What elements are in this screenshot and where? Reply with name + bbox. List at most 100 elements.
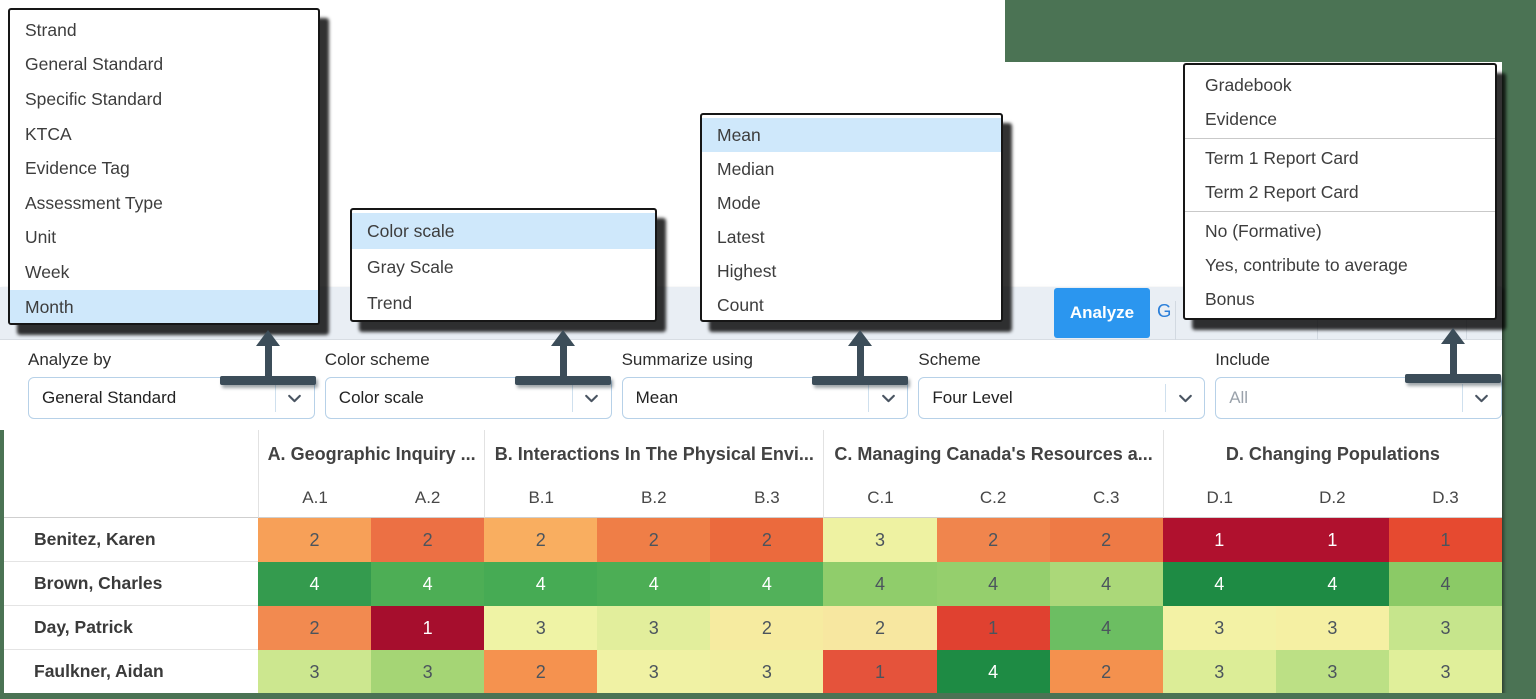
menu-item-term-1-report-card[interactable]: Term 1 Report Card (1205, 147, 1359, 168)
menu-item-mean[interactable]: Mean (702, 118, 1001, 152)
select-value: Color scale (338, 388, 424, 407)
menu-item-term-2-report-card[interactable]: Term 2 Report Card (1205, 181, 1359, 202)
callout-arrow-include (1405, 328, 1501, 383)
column-header-c-3: C.3 (1049, 478, 1163, 518)
filter-label-summarize-using: Summarize using (621, 350, 753, 369)
column-header-b-1: B.1 (484, 478, 598, 518)
menu-item-unit[interactable]: Unit (25, 227, 57, 248)
filter-label-scheme: Scheme (918, 350, 981, 369)
arrow-head-icon (848, 330, 872, 346)
menu-item-assessment-type[interactable]: Assessment Type (25, 192, 163, 213)
menu-item-bonus[interactable]: Bonus (1205, 288, 1255, 309)
column-header-c-2: C.2 (936, 478, 1050, 518)
grade-cell: 2 (484, 518, 598, 562)
menu-item-gray-scale[interactable]: Gray Scale (367, 256, 454, 277)
grade-cell: 4 (258, 562, 372, 606)
grade-cell: 4 (1049, 562, 1163, 606)
divider (1317, 301, 1318, 340)
grade-cell: 3 (1388, 650, 1502, 694)
column-group-c: C. Managing Canada's Resources a... (823, 430, 1162, 478)
grade-cell: 3 (1162, 606, 1276, 650)
grade-cell: 4 (1388, 562, 1502, 606)
menu-item-mode[interactable]: Mode (717, 192, 761, 213)
grid-link-partial[interactable]: G (1157, 300, 1172, 321)
grade-cell: 3 (823, 518, 937, 562)
grade-cell: 4 (823, 562, 937, 606)
summarize-using-select[interactable]: Mean (621, 377, 909, 419)
grade-cell: 3 (1162, 650, 1276, 694)
column-header-d-2: D.2 (1275, 478, 1389, 518)
grade-cell: 2 (823, 606, 937, 650)
grade-cell: 2 (258, 606, 372, 650)
grade-cell: 3 (484, 606, 598, 650)
chevron-down-icon (1165, 384, 1204, 412)
grade-cell: 2 (597, 518, 711, 562)
menu-divider (1185, 138, 1495, 139)
arrow-head-icon (1441, 328, 1465, 344)
column-header-c-1: C.1 (823, 478, 937, 518)
column-header-b-2: B.2 (597, 478, 711, 518)
callout-arrow-color-scheme (515, 330, 611, 385)
select-value: All (1229, 388, 1249, 407)
menu-item-general-standard[interactable]: General Standard (25, 54, 164, 75)
grade-cell: 4 (1162, 562, 1276, 606)
menu-item-color-scale[interactable]: Color scale (352, 213, 655, 249)
column-header-d-3: D.3 (1388, 478, 1502, 518)
menu-item-ktca[interactable]: KTCA (25, 123, 72, 144)
menu-item-specific-standard[interactable]: Specific Standard (25, 88, 163, 109)
select-value: Four Level (932, 388, 1013, 407)
menu-item-strand[interactable]: Strand (25, 19, 77, 40)
student-name: Faulkner, Aidan (4, 650, 258, 694)
menu-item-gradebook[interactable]: Gradebook (1205, 74, 1292, 95)
chevron-down-icon (868, 384, 907, 412)
grade-cell: 2 (710, 518, 824, 562)
background-green-bottom (0, 693, 1536, 699)
column-group-d: D. Changing Populations (1162, 430, 1502, 478)
menu-item-count[interactable]: Count (717, 294, 764, 315)
menu-item-no-formative[interactable]: No (Formative) (1205, 220, 1322, 241)
filter-label-color-scheme: Color scheme (324, 350, 430, 369)
grade-cell: 4 (936, 650, 1050, 694)
grade-cell: 4 (371, 562, 485, 606)
menu-divider (1185, 211, 1495, 212)
menu-item-median[interactable]: Median (717, 158, 775, 179)
column-group-a: A. Geographic Inquiry ... (258, 430, 484, 478)
filter-label-include: Include (1215, 350, 1271, 369)
menu-item-yes-contribute-to-average[interactable]: Yes, contribute to average (1205, 254, 1408, 275)
table-subheader-blank (4, 478, 258, 518)
grade-cell: 4 (1275, 562, 1389, 606)
menu-item-evidence[interactable]: Evidence (1205, 108, 1277, 129)
menu-item-week[interactable]: Week (25, 261, 70, 282)
grade-cell: 2 (484, 650, 598, 694)
grade-cell: 3 (1275, 650, 1389, 694)
grade-cell: 4 (484, 562, 598, 606)
menu-item-trend[interactable]: Trend (367, 292, 413, 313)
grade-cell: 3 (1275, 606, 1389, 650)
grade-cell: 4 (597, 562, 711, 606)
column-header-b-3: B.3 (710, 478, 824, 518)
grade-cell: 2 (1049, 650, 1163, 694)
menu-item-month[interactable]: Month (10, 289, 318, 323)
divider (1466, 301, 1467, 340)
include-select[interactable]: All (1215, 377, 1502, 419)
menu-item-evidence-tag[interactable]: Evidence Tag (25, 158, 130, 179)
scheme-select[interactable]: Four Level (918, 377, 1206, 419)
table-corner (4, 430, 258, 478)
column-header-d-1: D.1 (1162, 478, 1276, 518)
grade-cell: 4 (710, 562, 824, 606)
background-green-topright (1005, 0, 1536, 62)
chevron-down-icon (1461, 384, 1501, 412)
grade-cell: 2 (710, 606, 824, 650)
column-header-a-2: A.2 (371, 478, 485, 518)
analyze-button[interactable]: Analyze (1054, 288, 1150, 338)
menu-item-highest[interactable]: Highest (717, 260, 777, 281)
menu-item-latest[interactable]: Latest (717, 226, 765, 247)
grade-cell: 3 (597, 606, 711, 650)
grade-cell: 2 (936, 518, 1050, 562)
grade-cell: 2 (1049, 518, 1163, 562)
